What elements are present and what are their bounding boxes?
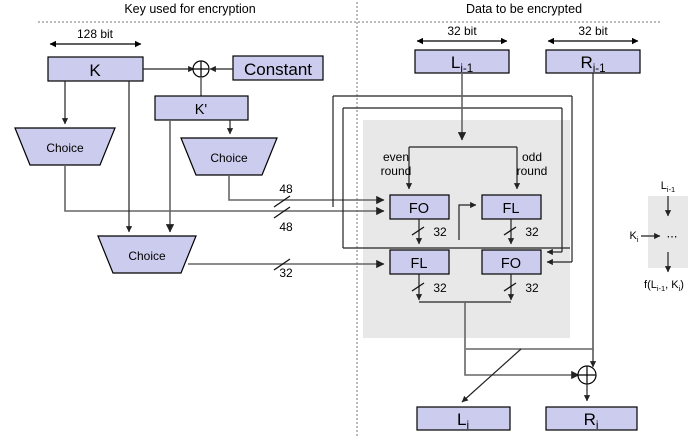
bus-slash-32-a xyxy=(411,226,425,236)
bus-choice-mid-to-fo-top xyxy=(228,175,385,205)
input-box-l-label: Li-1 xyxy=(451,53,473,75)
function-box-fl-top-label: FL xyxy=(503,201,520,217)
choice-block-bottom xyxy=(97,235,197,274)
legend-key-sub: i xyxy=(637,235,639,244)
dimension-label-32bit-right: 32 bit xyxy=(578,24,608,38)
bus-slash-32-d xyxy=(503,282,517,292)
bus-slash-32-key xyxy=(273,258,291,271)
label-even-round-line2: round xyxy=(381,164,412,178)
bus-slash-32-b xyxy=(503,226,517,236)
key-box-kprime-label: K' xyxy=(195,102,208,118)
legend-output-sub2: i xyxy=(679,284,681,293)
choice-block-mid xyxy=(180,137,278,176)
legend-key-main: K xyxy=(629,230,637,242)
bus-label-32-b: 32 xyxy=(525,225,539,239)
label-odd-round-line2: round xyxy=(517,164,548,178)
section-title-key: Key used for encryption xyxy=(124,2,255,16)
wire-elbow-to-fl-top xyxy=(458,201,477,240)
bus-label-32-d: 32 xyxy=(525,281,539,295)
bus-label-48-mid: 48 xyxy=(279,220,293,234)
bus-label-32-c: 32 xyxy=(433,281,447,295)
choice-block-bottom-label: Choice xyxy=(128,249,166,263)
output-box-r-main: R xyxy=(584,410,596,429)
output-box-l-sub: i xyxy=(466,420,469,432)
legend-output-sub1: i-1 xyxy=(657,284,665,293)
label-odd-round-line1: odd xyxy=(522,150,542,164)
input-box-r-label: Ri-1 xyxy=(580,53,605,75)
wire-crossover-to-l-out xyxy=(461,348,522,403)
function-box-fo-top-label: FO xyxy=(409,201,429,217)
legend-ellipsis: ⋯ xyxy=(667,231,678,243)
bus-slash-48-mid xyxy=(273,206,291,219)
section-title-data: Data to be encrypted xyxy=(466,2,582,16)
label-even-round-line1: even xyxy=(383,150,409,164)
function-box-fl-lower-label: FL xyxy=(411,256,428,272)
constant-box-label: Constant xyxy=(244,60,312,79)
bus-choice-left-to-fo-top xyxy=(64,165,385,216)
dimension-label-128bit: 128 bit xyxy=(77,27,114,41)
bus-label-32-a: 32 xyxy=(433,225,447,239)
key-box-k-label: K xyxy=(89,61,101,80)
key-box-kprime xyxy=(154,95,249,121)
choice-block-mid-label: Choice xyxy=(210,151,248,165)
output-box-l-main: L xyxy=(457,410,466,429)
output-box-r xyxy=(545,406,638,431)
wire-round-output-to-xor xyxy=(464,302,580,380)
function-box-fo-top xyxy=(389,194,450,220)
bus-slash-48-top xyxy=(273,195,291,208)
legend-input-sub: i-1 xyxy=(667,185,675,194)
choice-block-left xyxy=(14,127,116,166)
legend-output-mid: , K xyxy=(665,279,679,291)
output-box-r-sub: i xyxy=(596,420,599,432)
input-box-r-main: R xyxy=(580,53,592,72)
xor-gate-datapath-cross xyxy=(578,366,596,384)
output-box-l-label: Li xyxy=(457,410,469,432)
constant-box xyxy=(232,55,324,81)
bus-label-48-top: 48 xyxy=(279,182,293,196)
choice-block-left-label: Choice xyxy=(46,141,84,155)
function-box-fo-lower-label: FO xyxy=(501,256,521,272)
bus-slash-32-c xyxy=(411,282,425,292)
output-box-r-label: Ri xyxy=(584,410,599,432)
legend-output-prefix: f(L xyxy=(644,279,657,291)
legend-output-suffix: ) xyxy=(680,279,684,291)
function-box-fl-lower xyxy=(389,249,450,275)
dimension-label-32bit-left: 32 bit xyxy=(447,24,477,38)
input-box-r-sub: i-1 xyxy=(593,63,606,75)
input-box-l-main: L xyxy=(451,53,460,72)
legend-key-label: Ki xyxy=(629,230,638,244)
output-box-l xyxy=(416,406,511,431)
xor-gate-keyschedule-cross xyxy=(193,61,209,77)
legend-input-label: Li-1 xyxy=(661,180,675,194)
function-box-fl-top xyxy=(481,194,542,220)
legend-input-main: L xyxy=(661,180,667,192)
bus-label-32-key: 32 xyxy=(279,266,293,280)
input-box-l-sub: i-1 xyxy=(460,63,473,75)
legend-output-label: f(Li-1, Ki) xyxy=(644,279,684,293)
